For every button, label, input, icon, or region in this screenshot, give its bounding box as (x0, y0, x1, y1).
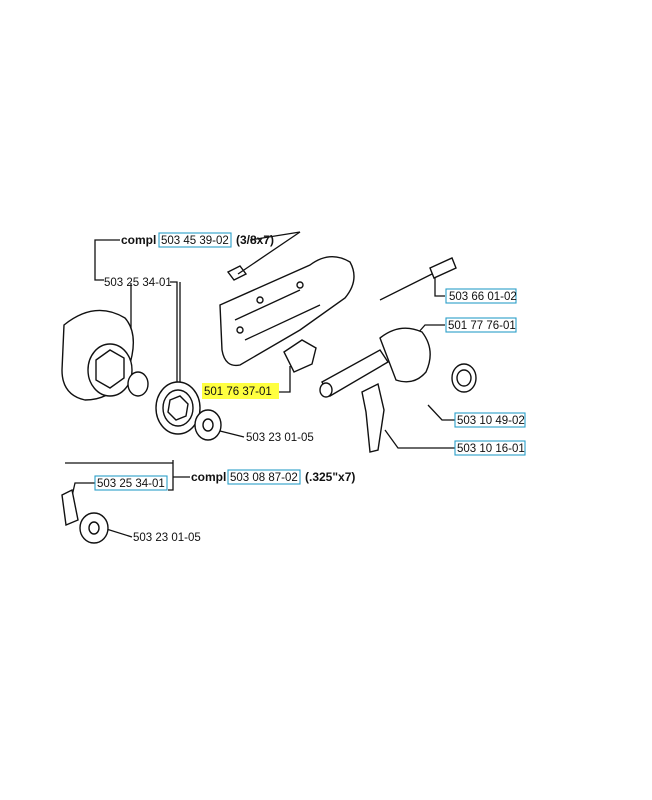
part-501777601: 501 77 76-01 (448, 320, 516, 332)
part-503253401-bottom: 503 25 34-01 (97, 478, 165, 490)
clutch-drum (61, 309, 149, 401)
rim-sprocket (155, 381, 201, 435)
washer-top (194, 409, 222, 441)
pitch-label-bottom: (.325"x7) (305, 470, 355, 484)
part-503660102: 503 66 01-02 (449, 291, 517, 303)
oil-pickup (361, 382, 385, 453)
part-503253401-top: 503 25 34-01 (104, 277, 172, 289)
part-503230105-top: 503 23 01-05 (246, 432, 314, 444)
part-503101601: 503 10 16-01 (457, 443, 525, 455)
washer-bottom (79, 512, 109, 544)
bottom-sprocket (61, 488, 79, 526)
part-503104902: 503 10 49-02 (457, 415, 525, 427)
highlight-501763701 (202, 383, 279, 399)
part-503453902: 503 45 39-02 (161, 235, 229, 247)
adjusting-screw (379, 257, 457, 301)
part-503088702: 503 08 87-02 (230, 472, 298, 484)
worm-gear (451, 363, 477, 393)
pitch-label-top: (3/8x7) (236, 233, 274, 247)
bolt (226, 231, 301, 281)
label-boxes (94, 232, 526, 491)
side-plate (219, 256, 355, 367)
oil-pump (319, 327, 431, 398)
part-501763701: 501 76 37-01 (204, 386, 272, 398)
compl-label-top: compl (121, 233, 156, 247)
part-503230105-bottom: 503 23 01-05 (133, 532, 201, 544)
compl-label-bottom: compl (191, 470, 226, 484)
chain-guide (283, 339, 317, 373)
